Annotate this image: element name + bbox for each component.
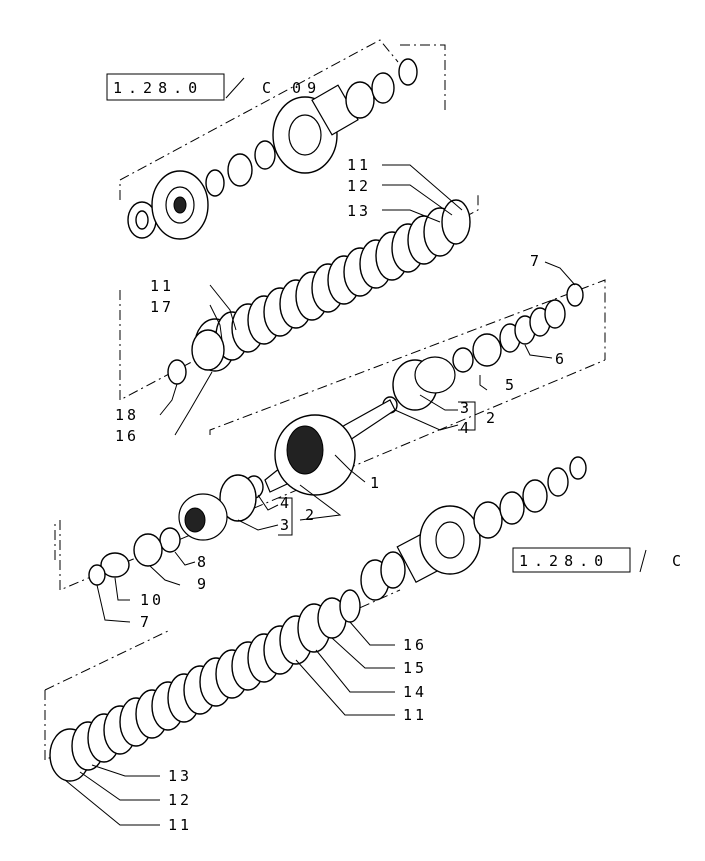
part-label-12-bottom[interactable]: 12 <box>168 791 192 809</box>
part-label-11-bottom[interactable]: 11 <box>168 816 192 834</box>
leader-lines <box>64 164 576 826</box>
part-label-16-upper[interactable]: 16 <box>115 427 139 445</box>
part-label-8[interactable]: 8 <box>197 553 209 571</box>
part-label-16-lower[interactable]: 16 <box>403 636 427 654</box>
part-label-7-left[interactable]: 7 <box>140 613 152 631</box>
part-label-14[interactable]: 14 <box>403 683 427 701</box>
part-labels: 11 12 13 11 17 18 16 7 6 5 3 4 2 1 4 3 2… <box>115 156 567 834</box>
part-label-15[interactable]: 15 <box>403 659 427 677</box>
part-label-3-upper[interactable]: 3 <box>460 399 472 417</box>
reference-top[interactable]: 1.28.0 C 09 <box>106 73 322 101</box>
reference-box-middle <box>512 547 631 573</box>
part-label-2-upper[interactable]: 2 <box>486 409 498 427</box>
lower-clutch-pack <box>49 589 361 782</box>
part-label-11-top[interactable]: 11 <box>347 156 371 174</box>
part-label-13-bottom[interactable]: 13 <box>168 767 192 785</box>
reference-middle[interactable]: 1.28.0 C <box>512 547 687 573</box>
part-label-13-top[interactable]: 13 <box>347 202 371 220</box>
top-gear-cluster <box>127 58 418 240</box>
part-label-9[interactable]: 9 <box>197 575 209 593</box>
part-label-5[interactable]: 5 <box>505 376 517 394</box>
reference-box-top-text: 1.28.0 <box>113 79 203 97</box>
part-label-6[interactable]: 6 <box>555 350 567 368</box>
part-label-7-right[interactable]: 7 <box>530 252 542 270</box>
part-label-3-lower[interactable]: 3 <box>280 516 292 534</box>
upper-clutch-pack <box>167 199 471 385</box>
part-label-4-upper[interactable]: 4 <box>460 419 472 437</box>
part-label-11-lower[interactable]: 11 <box>403 706 427 724</box>
part-label-17[interactable]: 17 <box>150 298 174 316</box>
part-label-18[interactable]: 18 <box>115 406 139 424</box>
part-label-4-lower[interactable]: 4 <box>280 494 292 512</box>
reference-middle-suffix: C <box>672 552 687 570</box>
part-label-2-lower[interactable]: 2 <box>305 506 317 524</box>
reference-box-top <box>106 73 225 101</box>
part-label-10[interactable]: 10 <box>140 591 164 609</box>
part-label-11-upper[interactable]: 11 <box>150 277 174 295</box>
part-label-12-top[interactable]: 12 <box>347 177 371 195</box>
reference-box-middle-text: 1.28.0 <box>519 552 609 570</box>
middle-gear-cluster <box>360 456 587 601</box>
part-label-1[interactable]: 1 <box>370 474 382 492</box>
reference-top-suffix: C 09 <box>262 79 322 97</box>
central-shaft-assembly <box>88 283 584 586</box>
